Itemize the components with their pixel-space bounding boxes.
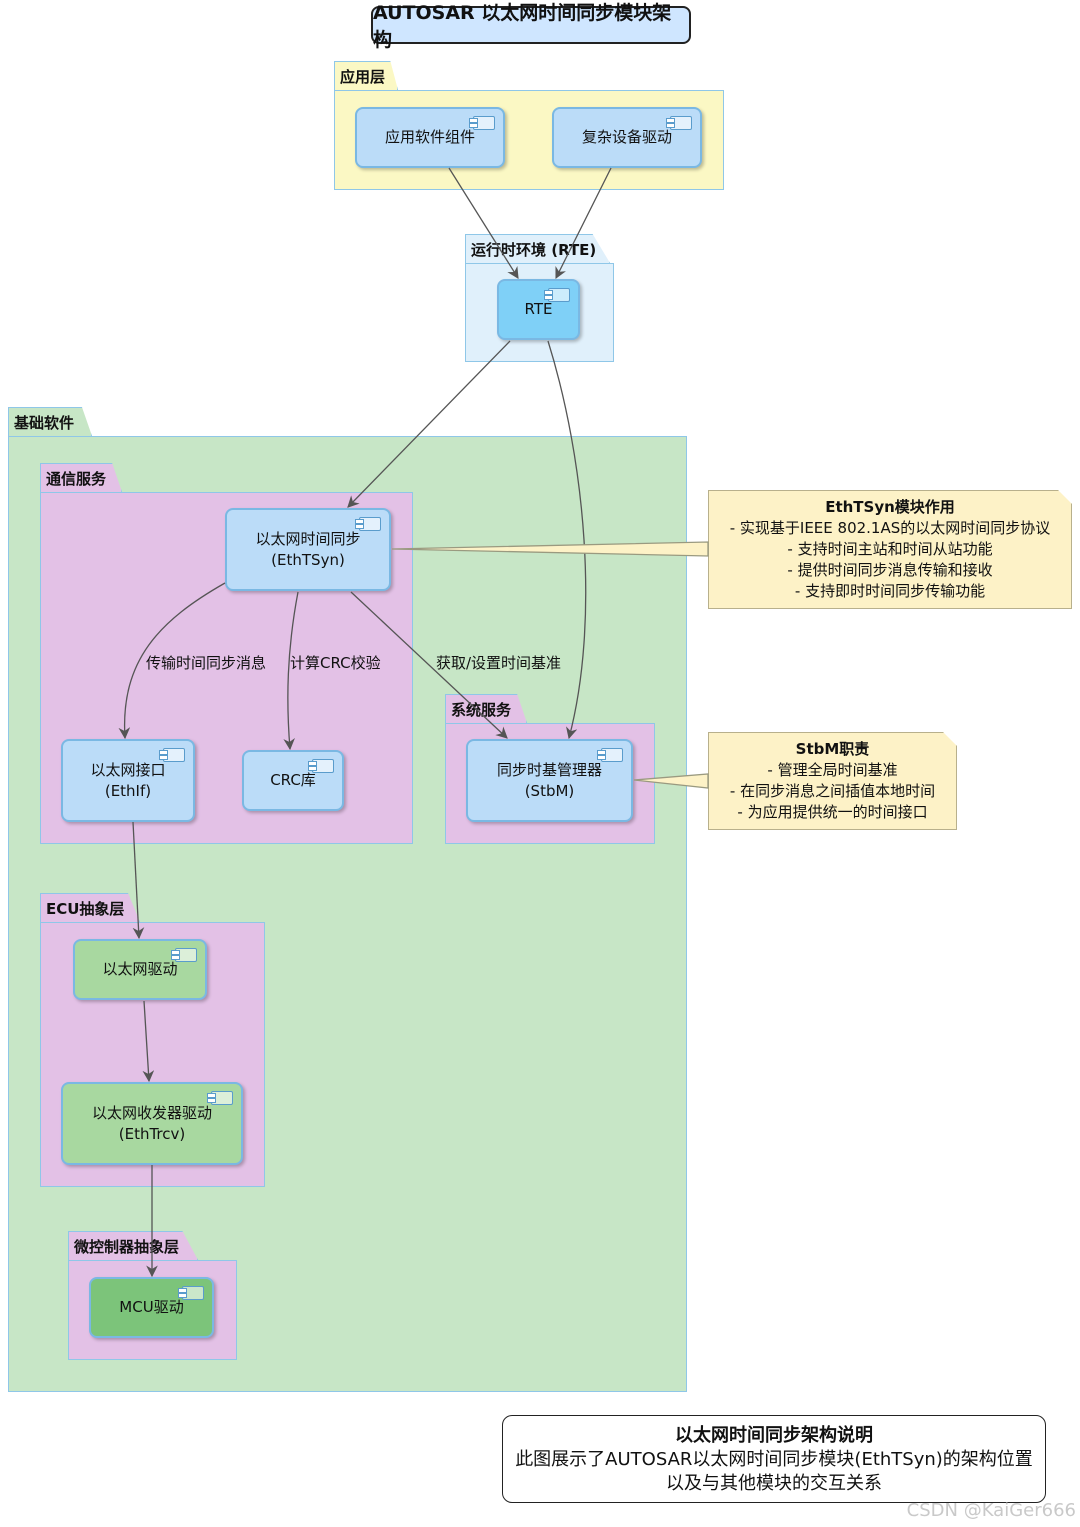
package-label-ecu: ECU抽象层 [46, 899, 125, 918]
component-ethtrcv[interactable]: 以太网收发器驱动 (EthTrcv) [61, 1082, 243, 1165]
package-label-app: 应用层 [340, 67, 386, 86]
edge-note-ethtsyn [391, 541, 709, 557]
edge-rte-ethtsyn [347, 340, 511, 508]
edge-note-stbm [633, 773, 709, 789]
component-ethtsyn[interactable]: 以太网时间同步 (EthTSyn) [225, 508, 391, 591]
package-label-com: 通信服务 [46, 469, 107, 488]
note-ethtsyn-line: - 提供时间同步消息传输和接收 [787, 561, 993, 579]
legend-line: 此图展示了AUTOSAR以太网时间同步模块(EthTSyn)的架构位置 [515, 1449, 1033, 1470]
component-rte-label: RTE [524, 300, 553, 318]
component-swc[interactable]: 应用软件组件 [355, 107, 505, 168]
edge-ethif-eth [132, 821, 145, 940]
component-mcu-label: MCU驱动 [119, 1298, 184, 1316]
diagram-title: AUTOSAR 以太网时间同步模块架构 [371, 2, 691, 51]
watermark: CSDN @KaiGer666 [906, 1500, 1076, 1521]
package-label-mcu: 微控制器抽象层 [74, 1237, 180, 1256]
component-stbm-text: 同步时基管理器 (StbM) [497, 760, 602, 802]
edge-ethtsyn-stbm [350, 591, 508, 739]
component-ethif-text: 以太网接口 (EthIf) [90, 760, 165, 802]
component-icon [159, 748, 185, 762]
edge-cdd-rte [555, 167, 612, 280]
component-icon [171, 948, 197, 962]
edge-label-ethtsyn-crc: 计算CRC校验 [290, 654, 381, 672]
note-ethtsyn-title: EthTSyn模块作用 [825, 498, 955, 516]
note-ethtsyn-line: - 实现基于IEEE 802.1AS的以太网时间同步协议 [729, 519, 1051, 537]
package-tab-ecu: ECU抽象层 [40, 893, 140, 922]
legend-title: 以太网时间同步架构说明 [675, 1425, 873, 1446]
edge-label-ethtsyn-stbm: 获取/设置时间基准 [436, 654, 562, 672]
component-stbm-line: (StbM) [524, 781, 575, 800]
edge-swc-rte [448, 167, 519, 279]
component-ethtsyn-line: 以太网时间同步 [255, 529, 361, 548]
component-icon [178, 1286, 204, 1300]
legend-line: 以及与其他模块的交互关系 [666, 1473, 882, 1494]
component-icon [207, 1091, 233, 1105]
component-icon [666, 116, 692, 130]
package-tab-bsw: 基础软件 [8, 407, 92, 436]
legend-box: 以太网时间同步架构说明 此图展示了AUTOSAR以太网时间同步模块(EthTSy… [502, 1415, 1046, 1503]
package-tab-mcu: 微控制器抽象层 [68, 1231, 198, 1260]
component-icon [469, 116, 495, 130]
component-ethtrcv-line: 以太网收发器驱动 [91, 1103, 212, 1122]
component-ethif-line: 以太网接口 [90, 760, 166, 779]
component-ethtsyn-line: (EthTSyn) [271, 550, 345, 569]
component-ethif[interactable]: 以太网接口 (EthIf) [61, 739, 195, 822]
note-stbm-line: - 在同步消息之间插值本地时间 [729, 782, 936, 800]
edge-rte-stbm [547, 340, 587, 740]
component-crc-label: CRC库 [270, 771, 316, 789]
component-ethtrcv-line: (EthTrcv) [118, 1124, 186, 1143]
component-stbm-line: 同步时基管理器 [496, 760, 602, 779]
edge-label-ethtsyn-ethif: 传输时间同步消息 [146, 654, 267, 672]
note-stbm-line: - 为应用提供统一的时间接口 [737, 803, 928, 821]
component-ethtrcv-text: 以太网收发器驱动 (EthTrcv) [92, 1103, 212, 1145]
component-eth-label: 以太网驱动 [102, 960, 178, 978]
edge-eth-ethtrcv [142, 1000, 155, 1083]
note-ethtsyn-line: - 支持时间主站和时间从站功能 [787, 540, 993, 558]
component-crc[interactable]: CRC库 [242, 750, 344, 811]
component-swc-label: 应用软件组件 [384, 128, 475, 146]
component-icon [544, 288, 570, 302]
package-label-sys: 系统服务 [451, 700, 512, 719]
note-stbm-line: - 管理全局时间基准 [767, 761, 898, 779]
edge-ethtsyn-crc [283, 591, 299, 751]
component-stbm[interactable]: 同步时基管理器 (StbM) [466, 739, 633, 822]
component-icon [597, 748, 623, 762]
package-label-bsw: 基础软件 [14, 413, 75, 432]
component-ethtsyn-text: 以太网时间同步 (EthTSyn) [255, 529, 360, 571]
note-ethtsyn-line: - 支持即时时间同步传输功能 [794, 582, 986, 600]
component-cdd[interactable]: 复杂设备驱动 [552, 107, 702, 168]
component-eth[interactable]: 以太网驱动 [73, 939, 207, 1000]
component-ethif-line: (EthIf) [104, 781, 152, 800]
note-stbm-title: StbM职责 [795, 740, 870, 758]
edge-ethtsyn-ethif [118, 582, 226, 740]
package-tab-com: 通信服务 [40, 463, 122, 492]
note-ethtsyn: EthTSyn模块作用 - 实现基于IEEE 802.1AS的以太网时间同步协议… [708, 490, 1072, 609]
component-mcu[interactable]: MCU驱动 [89, 1277, 214, 1338]
component-icon [308, 759, 334, 773]
component-icon [355, 517, 381, 531]
component-rte[interactable]: RTE [497, 279, 580, 340]
component-cdd-label: 复杂设备驱动 [581, 128, 672, 146]
